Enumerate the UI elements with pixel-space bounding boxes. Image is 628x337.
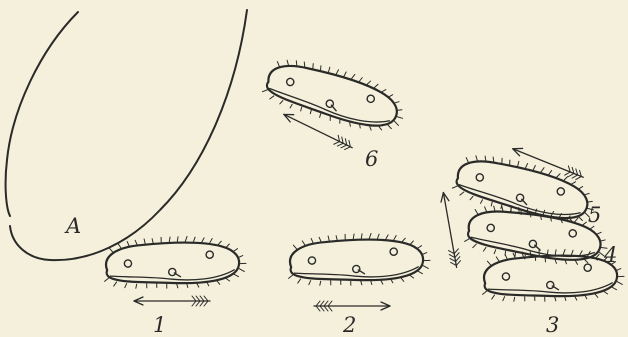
arrow-3-curved xyxy=(438,192,461,269)
label-1: 1 xyxy=(153,313,166,337)
object-a-outline xyxy=(6,12,78,216)
label-6: 6 xyxy=(365,147,378,171)
label-5: 5 xyxy=(588,203,601,227)
label-2: 2 xyxy=(342,313,356,337)
arrow-2 xyxy=(314,301,390,311)
label-3: 3 xyxy=(546,313,559,337)
organism-6 xyxy=(260,51,411,139)
arrow-1 xyxy=(134,296,210,306)
object-a-outline-lower xyxy=(10,10,247,260)
organism-2 xyxy=(287,231,431,287)
object-a-label: A xyxy=(64,214,81,238)
organism-1 xyxy=(103,234,247,290)
label-4: 4 xyxy=(603,243,617,267)
